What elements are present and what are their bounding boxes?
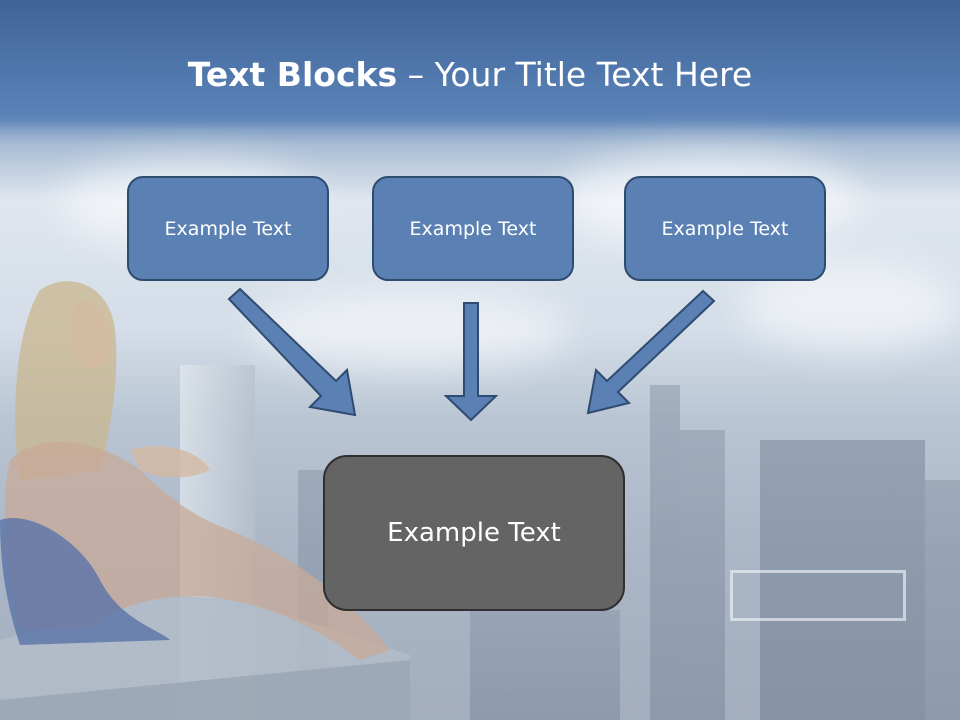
building (760, 440, 925, 720)
header-band (0, 0, 960, 130)
title-rest: Your Title Text Here (434, 55, 753, 94)
building (470, 610, 620, 720)
text-block-3[interactable]: Example Text (624, 176, 826, 281)
arrow-down-icon (443, 302, 499, 422)
arrow-down-left-icon (586, 289, 716, 415)
building (650, 385, 680, 720)
text-block-3-label: Example Text (661, 217, 789, 240)
building (680, 430, 725, 720)
result-block[interactable]: Example Text (323, 455, 625, 611)
title-dash: – (397, 55, 435, 94)
result-block-label: Example Text (387, 518, 561, 548)
building (730, 570, 906, 621)
text-block-2[interactable]: Example Text (372, 176, 574, 281)
text-block-1[interactable]: Example Text (127, 176, 329, 281)
arrow-down-right-icon (227, 287, 357, 417)
text-block-1-label: Example Text (164, 217, 292, 240)
text-block-2-label: Example Text (409, 217, 537, 240)
page-title: Text Blocks – Your Title Text Here (0, 52, 940, 98)
title-bold: Text Blocks (187, 55, 398, 94)
building (925, 480, 960, 720)
